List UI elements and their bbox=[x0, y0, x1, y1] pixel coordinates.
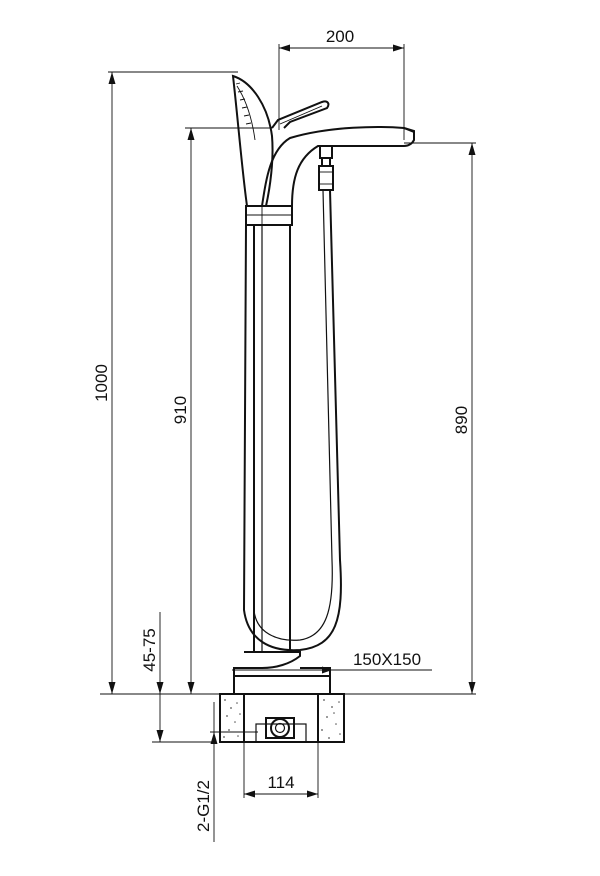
hand-shower-head bbox=[231, 74, 274, 207]
dimension-spout-height: 890 bbox=[330, 142, 476, 695]
concrete-texture bbox=[223, 699, 341, 739]
dimension-label-inlet-thread: 2-G1/2 bbox=[194, 780, 213, 832]
dimension-label-handle-height: 910 bbox=[171, 396, 190, 424]
dimension-spout-reach: 200 bbox=[278, 27, 405, 140]
dimension-connector-width: 114 bbox=[243, 740, 319, 798]
dimension-label-spout-reach: 200 bbox=[326, 27, 354, 46]
dimension-handle-height: 910 bbox=[171, 127, 272, 694]
faucet-spout-tip bbox=[403, 127, 415, 147]
dimension-base-plate: 150X150 bbox=[232, 650, 432, 674]
mixer-lever-handle bbox=[271, 100, 330, 129]
hose-outlet-connector bbox=[319, 145, 333, 159]
shower-hose bbox=[242, 189, 342, 652]
dimension-inlet-thread: 2-G1/2 bbox=[194, 702, 258, 842]
dimension-label-spout-height: 890 bbox=[452, 406, 471, 434]
faucet-body bbox=[231, 74, 415, 695]
base-flange bbox=[233, 651, 331, 677]
shower-holder-collar bbox=[245, 205, 293, 226]
dimension-floor-depth: 45-75 bbox=[140, 612, 214, 743]
dimension-label-base-plate: 150X150 bbox=[353, 650, 421, 669]
faucet-upper-body bbox=[261, 126, 415, 207]
dimension-label-connector-width: 114 bbox=[267, 773, 294, 792]
inlet-fitting bbox=[270, 718, 290, 738]
dimension-label-total-height: 1000 bbox=[92, 364, 111, 402]
shower-spray-face bbox=[235, 82, 252, 125]
dimension-total-height: 1000 bbox=[92, 71, 238, 695]
floor-concrete-section bbox=[219, 693, 345, 743]
dimension-label-floor-depth: 45-75 bbox=[140, 628, 159, 671]
base-plate bbox=[233, 675, 331, 695]
